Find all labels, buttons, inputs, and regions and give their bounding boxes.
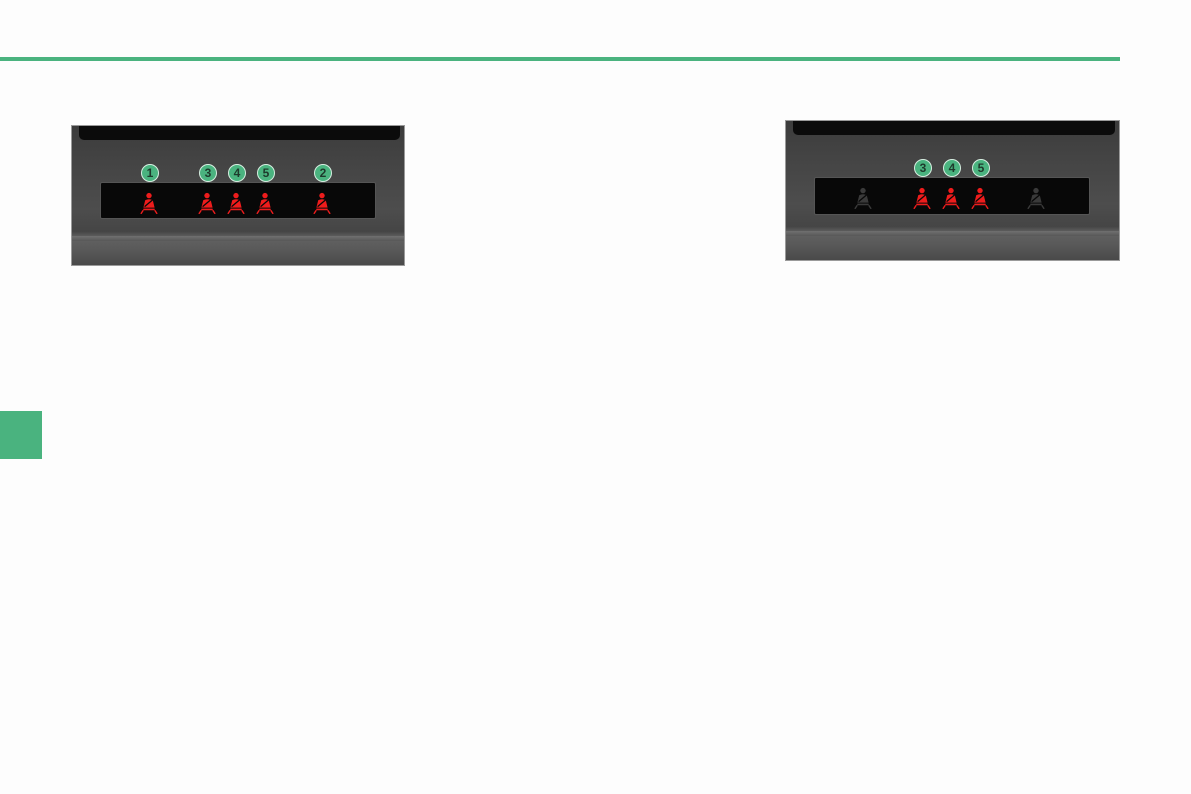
seatbelt-warning-icon bbox=[225, 192, 247, 214]
seatbelt-warning-icon bbox=[138, 192, 160, 214]
vent-slot bbox=[793, 121, 1115, 135]
seatbelt-warning-icon bbox=[311, 192, 333, 214]
callout-badge: 4 bbox=[943, 159, 961, 177]
header-rule bbox=[0, 57, 1120, 61]
panel-lower-band bbox=[786, 231, 1119, 236]
seatbelt-display-panel-all: 1 3 4 5 2 bbox=[71, 125, 405, 266]
callout-badge: 2 bbox=[314, 164, 332, 182]
indicator-screen bbox=[100, 182, 376, 219]
chapter-tab bbox=[0, 411, 42, 459]
seatbelt-unlit-icon bbox=[1025, 187, 1047, 209]
callout-badge: 3 bbox=[199, 164, 217, 182]
seatbelt-warning-icon bbox=[254, 192, 276, 214]
indicator-screen bbox=[814, 177, 1090, 215]
seatbelt-unlit-icon bbox=[852, 187, 874, 209]
seatbelt-warning-icon bbox=[911, 187, 933, 209]
panel-lower-band bbox=[72, 236, 404, 241]
seatbelt-warning-icon bbox=[940, 187, 962, 209]
callout-badge: 4 bbox=[228, 164, 246, 182]
callout-badge: 5 bbox=[972, 159, 990, 177]
seatbelt-warning-icon bbox=[196, 192, 218, 214]
seatbelt-warning-icon bbox=[969, 187, 991, 209]
seatbelt-display-panel-rear: 3 4 5 bbox=[785, 120, 1120, 261]
vent-slot bbox=[79, 126, 400, 140]
callout-badge: 5 bbox=[257, 164, 275, 182]
callout-badge: 1 bbox=[141, 164, 159, 182]
callout-badge: 3 bbox=[914, 159, 932, 177]
